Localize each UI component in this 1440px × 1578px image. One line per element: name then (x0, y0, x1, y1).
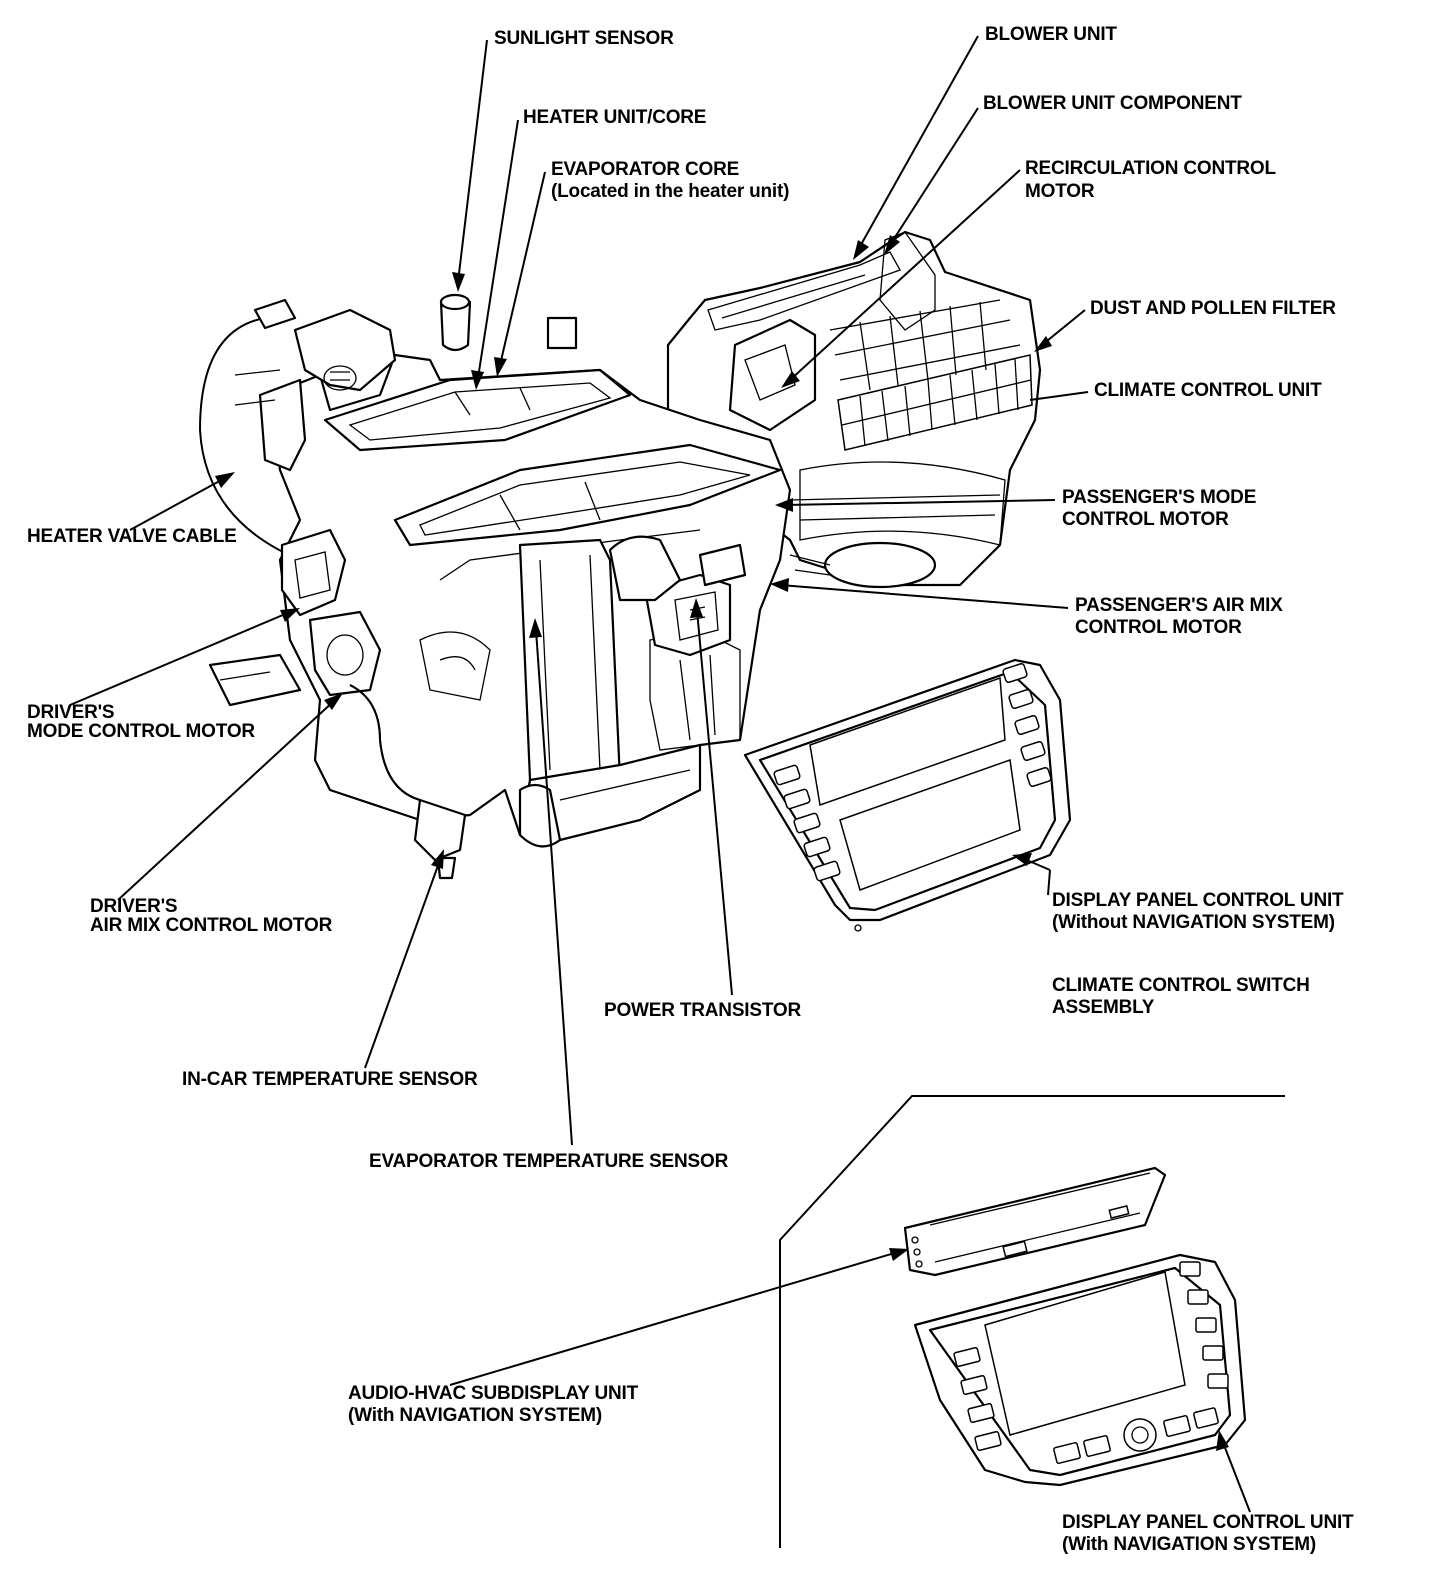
leader-lines (69, 35, 1251, 1513)
label-heater-valve-cable: HEATER VALVE CABLE (27, 526, 237, 547)
label-pass-airmix-line1: PASSENGER'S AIR MIX (1075, 595, 1283, 616)
label-sunlight-sensor: SUNLIGHT SENSOR (494, 28, 674, 49)
label-recirculation-line2: MOTOR (1025, 181, 1095, 202)
label-subdisplay-line1: AUDIO-HVAC SUBDISPLAY UNIT (348, 1383, 639, 1404)
label-blower-unit-component: BLOWER UNIT COMPONENT (983, 93, 1242, 114)
label-drv-airmix-line2: AIR MIX CONTROL MOTOR (90, 915, 333, 936)
label-heater-unit-core: HEATER UNIT/CORE (523, 107, 707, 128)
label-display-nav-line1: DISPLAY PANEL CONTROL UNIT (1062, 1512, 1354, 1533)
label-pass-mode-line1: PASSENGER'S MODE (1062, 487, 1257, 508)
label-switch-assy-line1: CLIMATE CONTROL SWITCH (1052, 975, 1310, 996)
label-evaporator-core: EVAPORATOR CORE (551, 159, 740, 180)
label-drv-mode-line2: MODE CONTROL MOTOR (27, 721, 255, 742)
label-dust-pollen-filter: DUST AND POLLEN FILTER (1090, 298, 1336, 319)
label-blower-unit: BLOWER UNIT (985, 24, 1117, 45)
display-panel-with-nav-drawing (913, 1253, 1247, 1487)
label-display-wo-nav-line2: (Without NAVIGATION SYSTEM) (1052, 912, 1335, 933)
label-subdisplay-line2: (With NAVIGATION SYSTEM) (348, 1405, 602, 1426)
label-display-nav-line2: (With NAVIGATION SYSTEM) (1062, 1534, 1316, 1555)
heater-unit-drawing (198, 293, 831, 880)
label-drv-airmix-line1: DRIVER'S (90, 896, 178, 917)
label-evap-temp-sensor: EVAPORATOR TEMPERATURE SENSOR (369, 1151, 729, 1172)
label-recirculation-line1: RECIRCULATION CONTROL (1025, 158, 1276, 179)
inset-boundary-line (779, 1095, 1285, 1548)
label-drv-mode-line1: DRIVER'S (27, 702, 115, 723)
label-power-transistor: POWER TRANSISTOR (604, 1000, 802, 1021)
subdisplay-drawing (903, 1166, 1167, 1277)
label-display-wo-nav-line1: DISPLAY PANEL CONTROL UNIT (1052, 890, 1344, 911)
display-panel-without-nav-drawing (743, 658, 1072, 932)
label-switch-assy-line2: ASSEMBLY (1052, 997, 1155, 1018)
label-incar-temp-sensor: IN-CAR TEMPERATURE SENSOR (182, 1069, 478, 1090)
label-evaporator-core-note: (Located in the heater unit) (551, 181, 790, 202)
label-climate-control-unit: CLIMATE CONTROL UNIT (1094, 380, 1322, 401)
label-pass-airmix-line2: CONTROL MOTOR (1075, 617, 1242, 638)
label-pass-mode-line2: CONTROL MOTOR (1062, 509, 1229, 530)
